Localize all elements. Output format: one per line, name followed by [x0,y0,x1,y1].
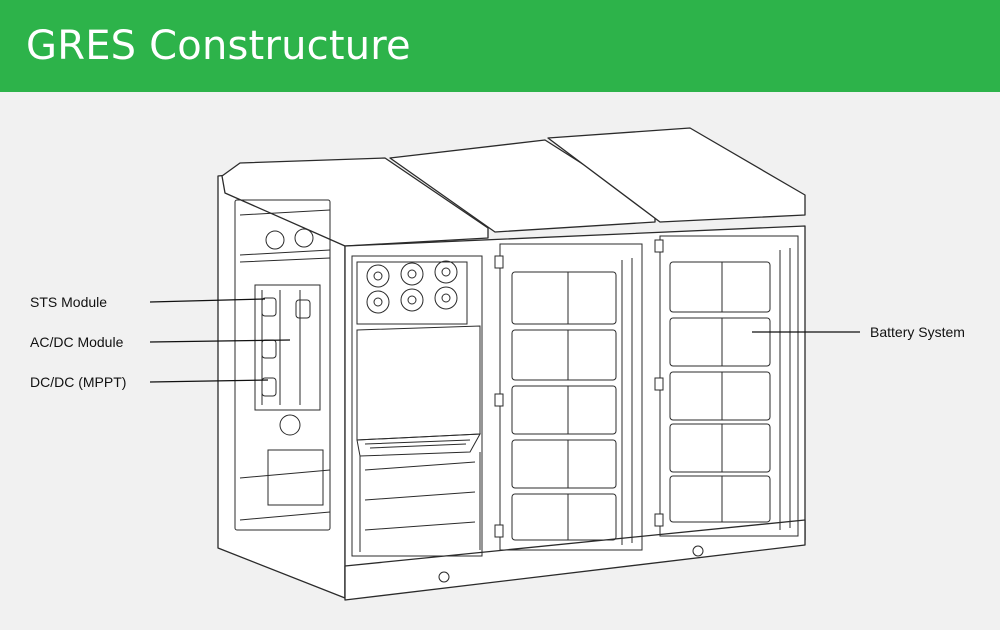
battery-rack-right [659,235,799,537]
fan-array [366,260,458,314]
roof-panel-left [221,157,489,247]
leader-sts [149,298,266,303]
leader-dcdc [149,379,269,383]
side-compartment [234,199,331,531]
battery-rack-middle [499,243,643,551]
header-banner: GRES Constructure [0,0,1000,92]
cabinet-drawing [149,127,860,601]
label-dcdc-mppt: DC/DC (MPPT) [30,374,127,390]
label-acdc-module: AC/DC Module [30,334,124,350]
battery-drawers-right [669,261,771,523]
label-battery-system: Battery System [870,324,965,340]
front-left-bay [351,255,483,557]
page-title: GRES Constructure [26,23,411,69]
battery-drawers-middle [511,271,617,541]
hinges [494,239,664,538]
leader-acdc [149,339,291,343]
foot-right [692,545,704,557]
label-sts-module: STS Module [30,294,108,310]
cabinet-base [344,519,806,601]
foot-left [438,571,450,583]
roof-panel-right [547,127,806,223]
